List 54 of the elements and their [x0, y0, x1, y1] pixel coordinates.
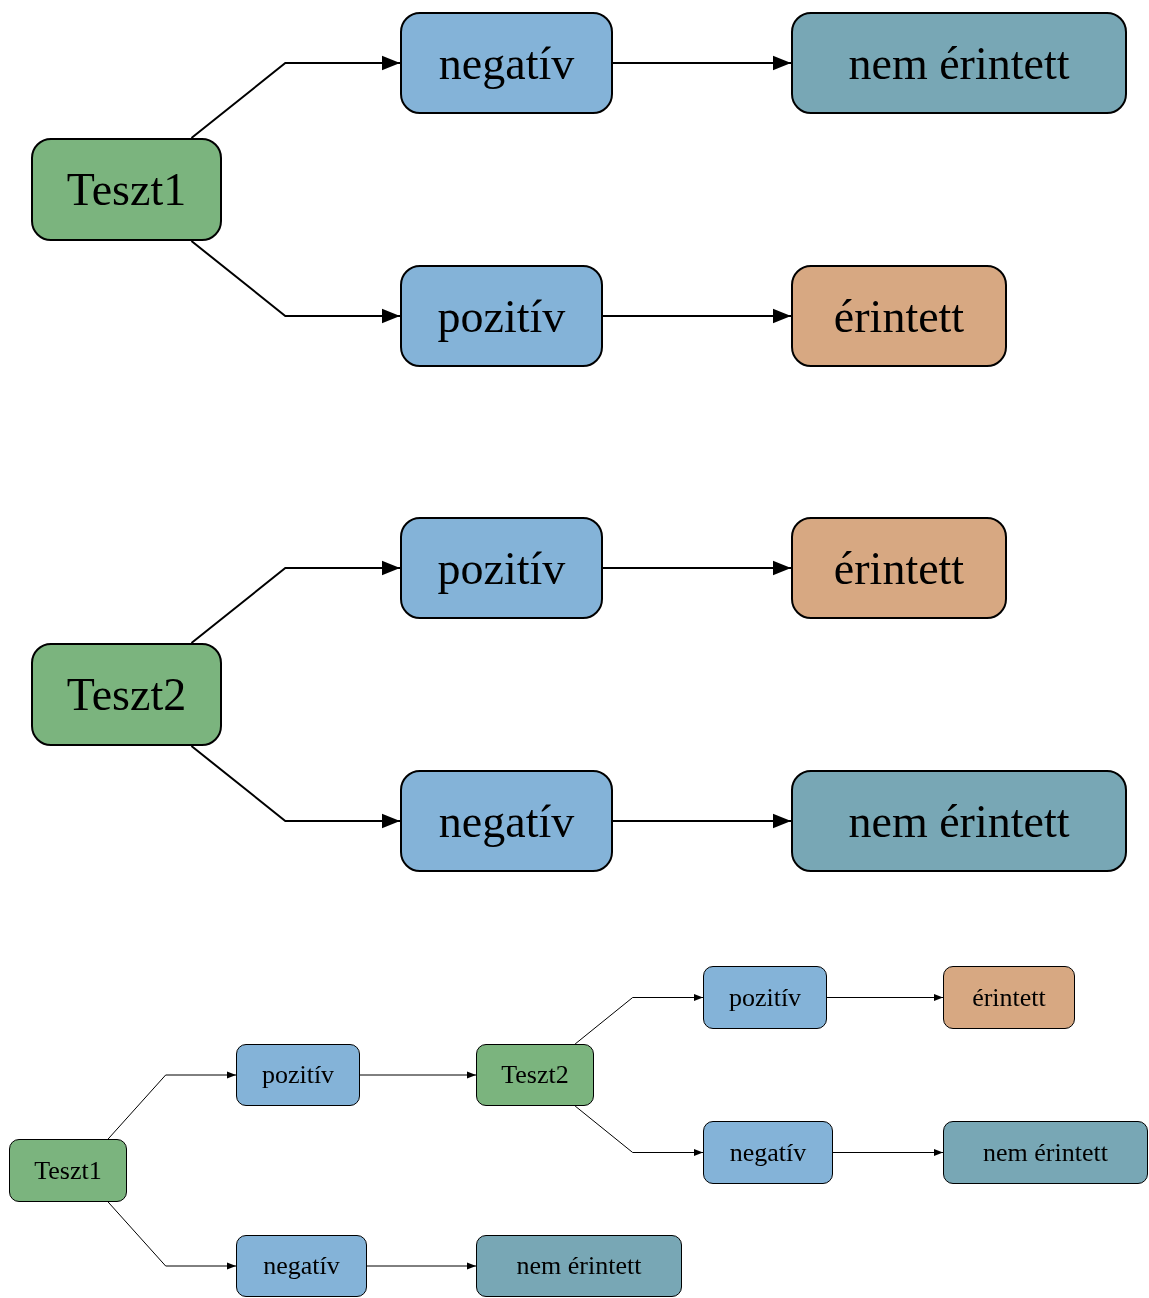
process-box [943, 966, 1075, 1029]
arrow [190, 745, 401, 829]
process-box [9, 1139, 127, 1202]
process-box [791, 517, 1007, 619]
process-box [791, 770, 1127, 872]
node-label: pozitív [261, 1060, 335, 1090]
process-box [476, 1235, 682, 1297]
node-label: pozitív [728, 982, 802, 1013]
process-box [31, 643, 222, 746]
node-label: nem érintett [848, 36, 1070, 90]
node-label: Teszt2 [501, 1060, 569, 1090]
arrow [366, 1262, 477, 1270]
process-box [31, 138, 222, 241]
process-box [236, 1044, 360, 1106]
process-box [703, 1121, 833, 1184]
arrow [612, 55, 792, 71]
arrow [190, 560, 401, 644]
process-box [476, 1044, 594, 1106]
node-label: pozitív [437, 541, 566, 595]
process-box [400, 265, 603, 367]
arrow [602, 560, 792, 576]
process-box [236, 1235, 367, 1297]
node-label: Teszt1 [34, 1155, 102, 1186]
node-label: érintett [833, 289, 965, 343]
process-box [400, 517, 603, 619]
node-label: nem érintett [516, 1251, 642, 1281]
node-label: nem érintett [983, 1137, 1108, 1168]
node-label: negatív [729, 1137, 807, 1168]
node-label: érintett [833, 541, 965, 595]
arrow [190, 55, 401, 139]
node-label: negatív [438, 794, 575, 848]
process-box [943, 1121, 1148, 1184]
arrow [359, 1071, 477, 1079]
process-box [791, 265, 1007, 367]
arrow [574, 1105, 704, 1157]
node-label: Teszt1 [66, 163, 187, 216]
arrow [832, 1148, 944, 1157]
node-label: negatív [263, 1251, 340, 1281]
arrow [602, 308, 792, 324]
arrow [612, 813, 792, 829]
process-box [400, 12, 613, 114]
arrow [107, 1201, 237, 1270]
arrow [107, 1071, 237, 1140]
node-label: érintett [972, 982, 1046, 1013]
process-box [791, 12, 1127, 114]
node-label: Teszt2 [66, 668, 187, 721]
node-label: nem érintett [848, 794, 1070, 848]
arrow [826, 993, 944, 1002]
process-box [703, 966, 827, 1029]
process-box [400, 770, 613, 872]
arrow [574, 993, 704, 1045]
arrow [190, 240, 401, 324]
node-label: pozitív [437, 289, 566, 343]
node-label: negatív [438, 36, 575, 90]
